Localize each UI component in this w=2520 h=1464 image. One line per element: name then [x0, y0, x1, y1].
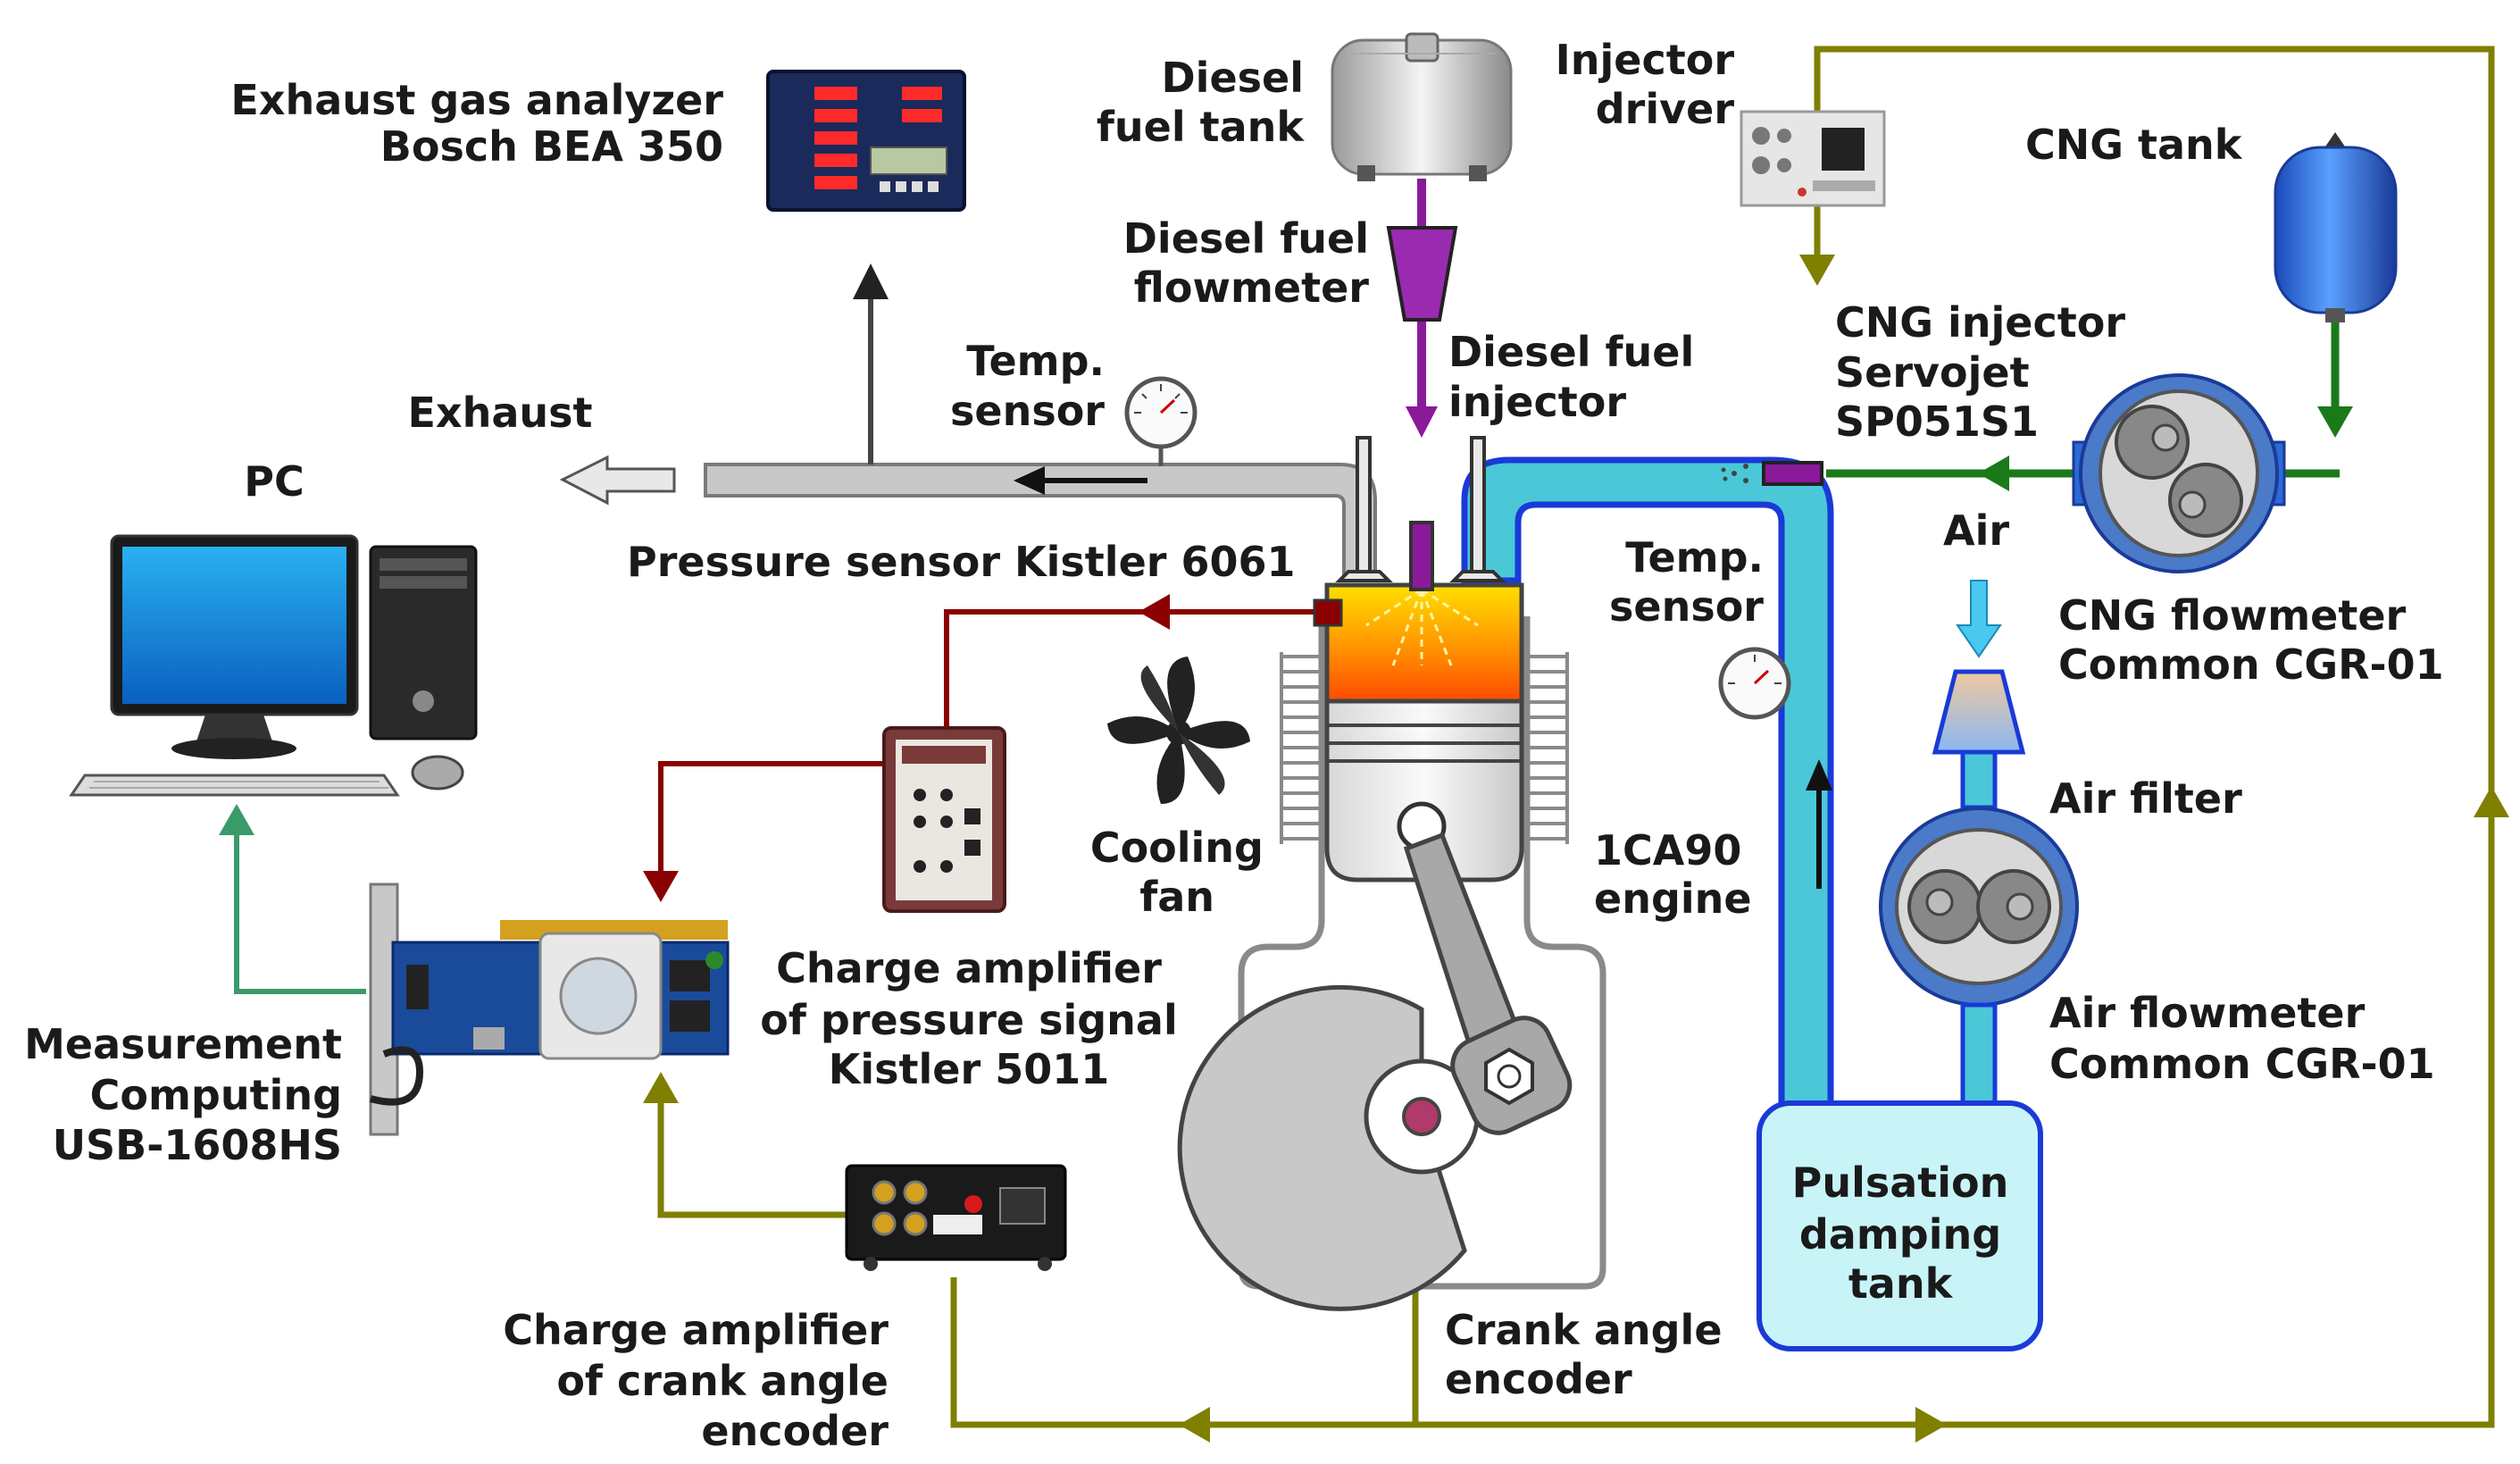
air-flowmeter-label-line2: Common CGR-01: [2049, 1040, 2435, 1088]
damping-tank-label-line1: Pulsation: [1792, 1159, 2009, 1207]
daq-label-line1: Measurement: [24, 1020, 342, 1068]
daq-to-pc-line: [219, 804, 366, 994]
charge-amp-pressure-label-line3: Kistler 5011: [829, 1045, 1109, 1093]
diesel-tank-label-line2: fuel tank: [1097, 103, 1306, 151]
air-duct-lower: [1960, 1002, 1998, 1108]
daq-label-line3: USB-1608HS: [53, 1121, 342, 1169]
cng-injector-label-line2: Servojet: [1835, 348, 2030, 397]
charge-amp-pressure-label-line1: Charge amplifier: [776, 944, 1162, 992]
cng-flowmeter-label-line1: CNG flowmeter: [2058, 591, 2407, 640]
cooling-fan-label-line2: fan: [1139, 873, 1214, 921]
engine-label-line2: engine: [1594, 874, 1752, 923]
intake-temp-label-line2: sensor: [1609, 582, 1764, 631]
air-duct-upper: [1960, 749, 1998, 810]
daq-board-icon: [369, 883, 730, 1136]
cng-flowmeter-icon: [2072, 373, 2286, 573]
cng-injector-label-line3: SP051S1: [1835, 397, 2039, 446]
pc-icon: [69, 534, 478, 797]
air-inlet-arrow: [1956, 580, 2002, 658]
exhaust-temp-label-line2: sensor: [950, 387, 1105, 435]
diesel-fuel-tank-icon: [1331, 32, 1513, 181]
cooling-fan-label-line1: Cooling: [1090, 824, 1264, 872]
diesel-tank-label-line1: Diesel: [1162, 54, 1305, 102]
diesel-injector-label-line1: Diesel fuel: [1448, 328, 1694, 376]
pulsation-damping-tank-icon: [1756, 1100, 2043, 1351]
charge-amp-crank-label-line1: Charge amplifier: [503, 1306, 889, 1354]
cng-injector-icon: [1721, 461, 1823, 486]
cng-injector-label-line1: CNG injector: [1835, 298, 2125, 347]
cng-flowmeter-label-line2: Common CGR-01: [2058, 640, 2444, 689]
charge-amplifier-pressure-icon: [882, 726, 1006, 913]
charge-amp-crank-label-line3: encoder: [701, 1407, 889, 1455]
pressure-sensor-label: Pressure sensor Kistler 6061: [627, 538, 1296, 586]
exhaust-gas-analyzer-icon: [766, 70, 966, 212]
cng-tank-icon: [2274, 132, 2398, 322]
diesel-flowmeter-label-line1: Diesel fuel: [1123, 214, 1369, 263]
intake-temp-label-line1: Temp.: [1625, 533, 1764, 581]
damping-tank-label-line2: damping: [1799, 1210, 2001, 1259]
exhaust-outlet-arrow: [559, 455, 676, 506]
crank-encoder-label-line2: encoder: [1445, 1355, 1632, 1403]
analyzer-sample-line: [853, 264, 889, 464]
intake-pipe: [1461, 456, 1834, 1111]
injector-driver-icon: [1740, 110, 1886, 207]
cng-supply-arrows: [1978, 406, 2353, 491]
daq-label-line2: Computing: [90, 1071, 342, 1119]
diesel-fuel-line: [1406, 179, 1438, 438]
engine-label-line1: 1CA90: [1594, 826, 1741, 874]
exhaust-label: Exhaust: [408, 389, 593, 437]
engine-1ca90-icon: [1177, 436, 1606, 1311]
crank-encoder-label-line1: Crank angle: [1445, 1306, 1723, 1354]
analyzer-label-line1: Exhaust gas analyzer: [230, 76, 723, 124]
diesel-flowmeter-label-line2: flowmeter: [1134, 264, 1370, 312]
charge-amp-pressure-label-line2: of pressure signal: [760, 996, 1177, 1044]
damping-tank-label-line3: tank: [1848, 1259, 1954, 1308]
cooling-fan-icon: [1107, 657, 1250, 804]
exhaust-temp-label-line1: Temp.: [966, 337, 1105, 385]
labels: Exhaust gas analyzer Bosch BEA 350 Diese…: [24, 36, 2444, 1455]
air-filter-label: Air filter: [2049, 774, 2242, 823]
diesel-injector-label-line2: injector: [1448, 378, 1626, 426]
analyzer-label-line2: Bosch BEA 350: [380, 122, 723, 171]
air-label: Air: [1943, 506, 2009, 555]
diesel-flowmeter-icon: [1386, 226, 1458, 322]
injector-driver-label-line1: Injector: [1556, 36, 1735, 84]
injector-driver-label-line2: driver: [1596, 85, 1735, 133]
pressure-signal-arrows: [643, 594, 1170, 902]
intake-temp-gauge-icon: [1718, 647, 1791, 720]
air-flowmeter-label-line1: Air flowmeter: [2049, 989, 2366, 1037]
cng-tank-label: CNG tank: [2025, 121, 2243, 169]
pressure-signal-lines: [658, 609, 1322, 875]
exhaust-temp-gauge-icon: [1124, 376, 1197, 466]
charge-amplifier-crank-icon: [845, 1164, 1067, 1271]
pc-label: PC: [244, 457, 304, 506]
air-flowmeter-icon: [1879, 807, 2079, 1007]
olive-arrows: [643, 255, 2509, 1443]
charge-amp-crank-label-line2: of crank angle: [556, 1357, 889, 1405]
air-filter-icon: [1932, 669, 2026, 755]
